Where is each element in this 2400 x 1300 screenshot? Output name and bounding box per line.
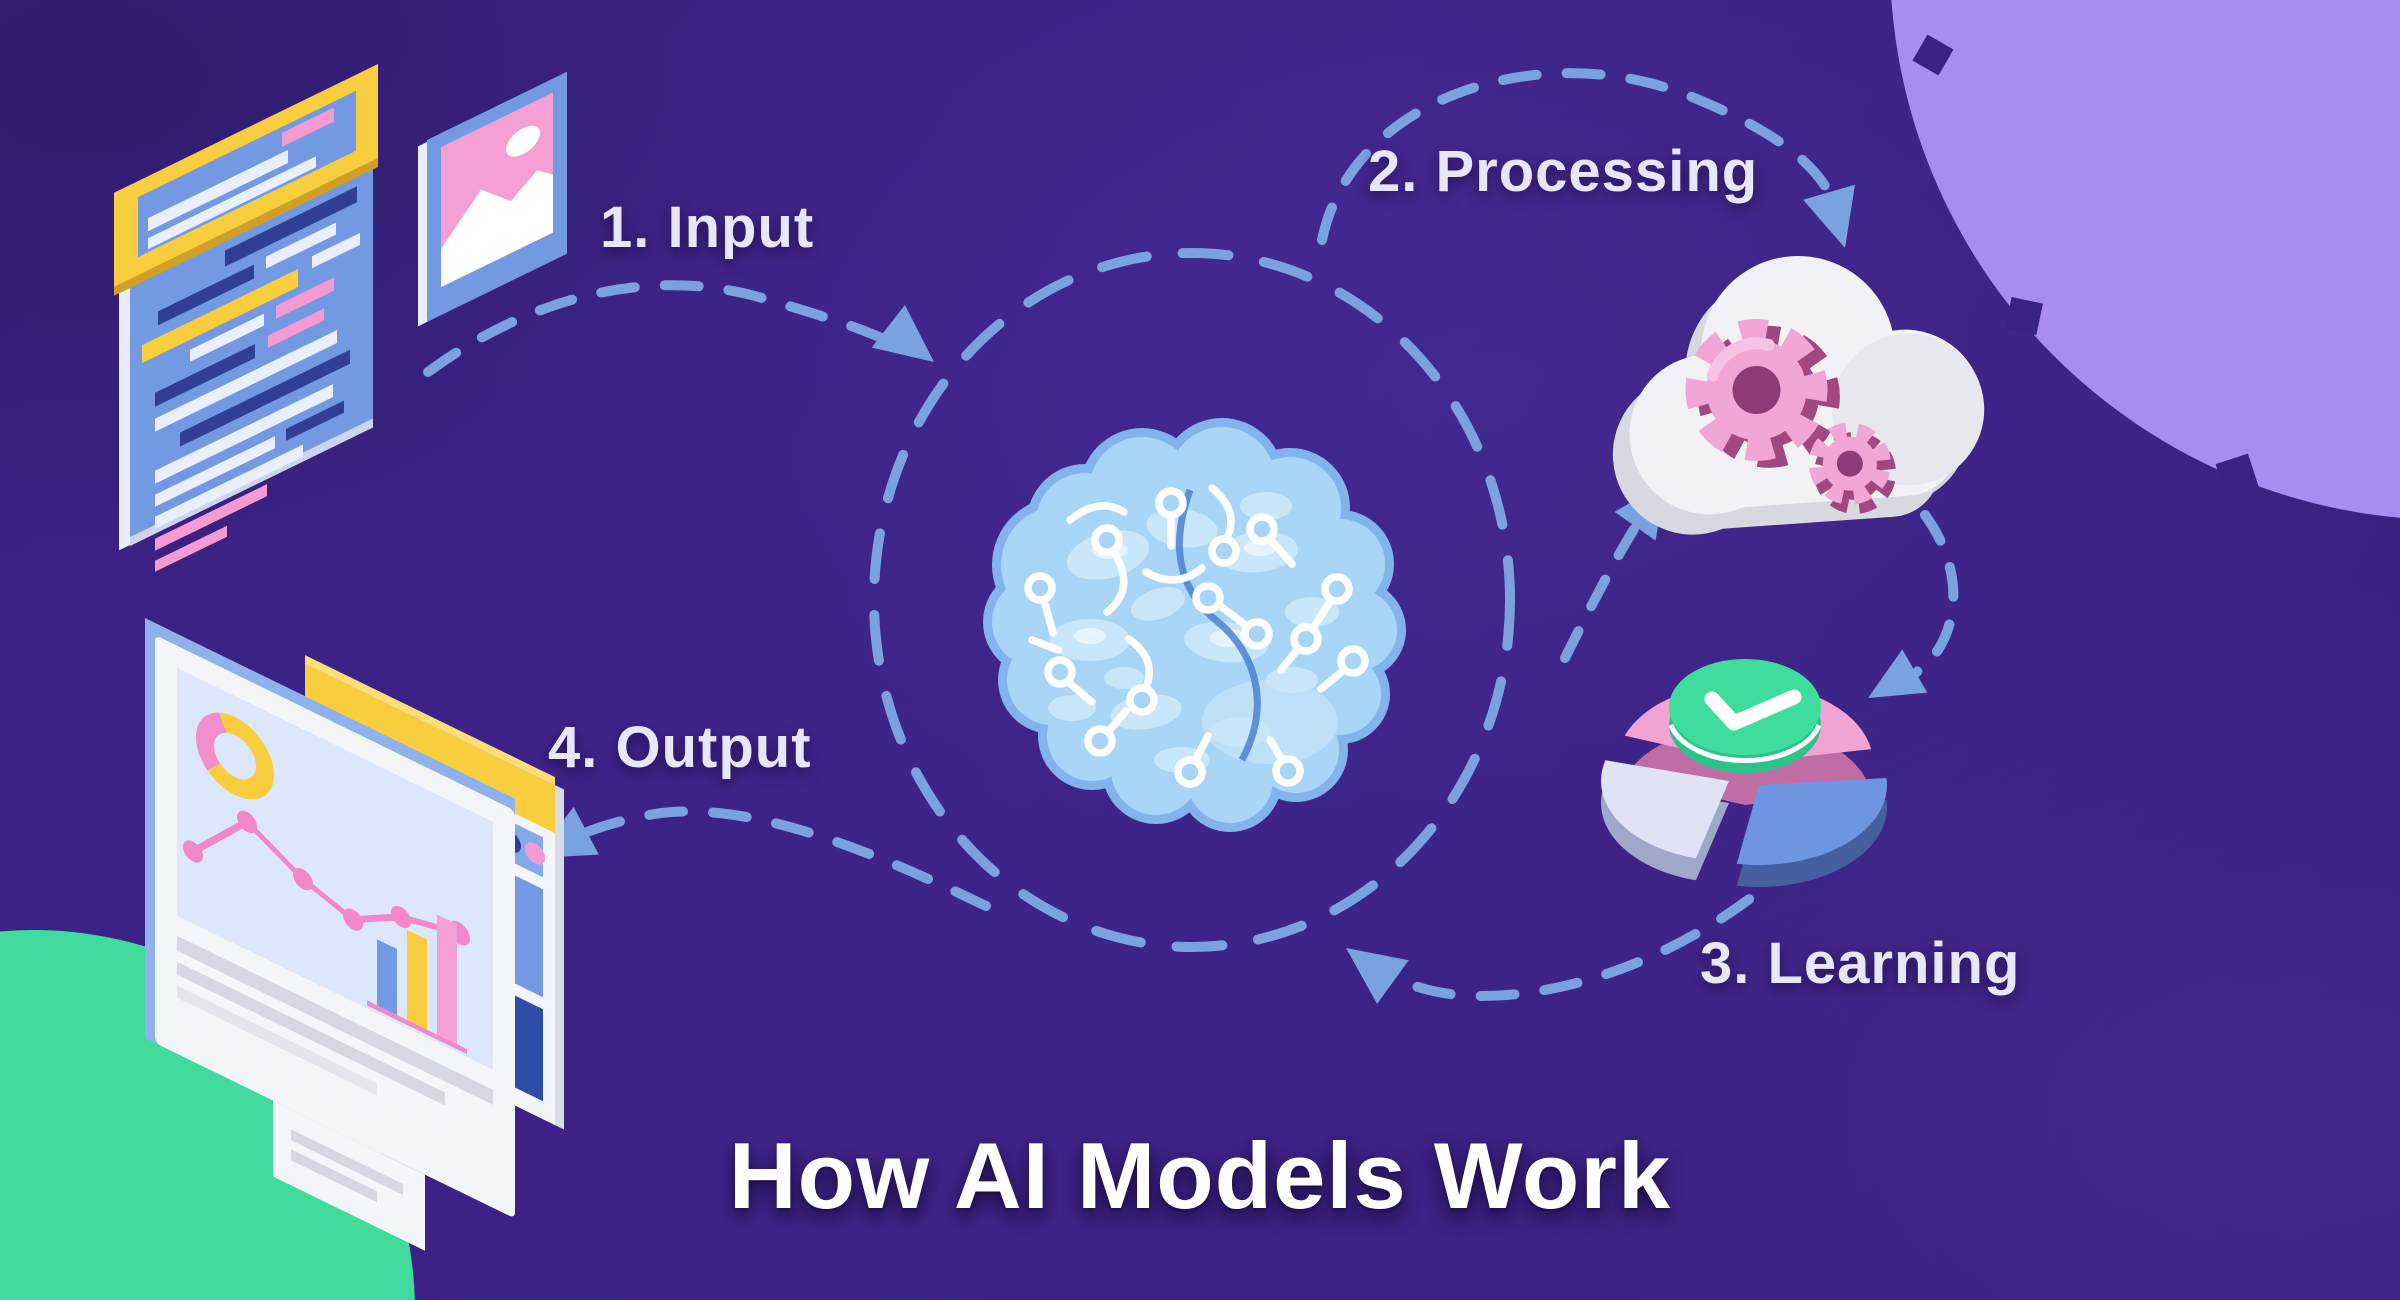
window-dot-pink [525,842,545,865]
gear-icon-small [1808,422,1897,514]
brain-circuit-lines [1024,484,1369,788]
mountain-glyph [441,170,553,288]
arrowhead-to-brain [1346,948,1409,1004]
processing-illustration [1612,255,1985,535]
document-text-lines [142,186,360,572]
arrow-brain-to-cloud [1560,505,1651,663]
dashboard-window-icon [145,618,515,1251]
gear-icon-large [1685,318,1840,468]
learning-illustration [1601,659,1887,888]
document-icon [114,64,378,572]
arrow-processing-loop [1317,68,1841,245]
step-4-output-label: 4. Output [548,715,812,780]
bar-chart [367,914,467,1055]
cloud-gears-icon [1612,255,1985,535]
brain-illustration [983,418,1406,832]
arrowhead-processing [1803,184,1855,248]
step-3-learning-label: 3. Learning [1700,931,2021,996]
ai-brain-icon [983,418,1406,832]
arrow-input-to-brain [423,280,905,377]
image-card-icon [418,71,567,327]
arrow-learning-to-brain [1357,853,1803,1001]
page-title: How AI Models Work [728,1123,1672,1228]
output-illustration [145,618,564,1251]
checkmark-icon [1704,689,1802,731]
step-1-input-label: 1. Input [600,195,815,260]
arrowhead-to-learning [1868,649,1928,698]
brain-hemisphere-divider [1176,488,1261,762]
monitor-stand [273,1100,425,1251]
arrowhead-input [871,305,934,362]
brain-dashed-circle [869,248,1515,952]
arrow-brain-to-output [545,806,991,911]
pie-wedge-blue [1736,778,1887,866]
gear-donut-icon [196,712,274,800]
checkmark-button [1668,659,1822,773]
pie-chart-icon [1601,659,1887,888]
step-2-processing-label: 2. Processing [1368,139,1759,204]
pie-wedge-lavender [1601,760,1729,859]
sun-glyph [506,125,540,157]
input-illustration [114,64,567,572]
